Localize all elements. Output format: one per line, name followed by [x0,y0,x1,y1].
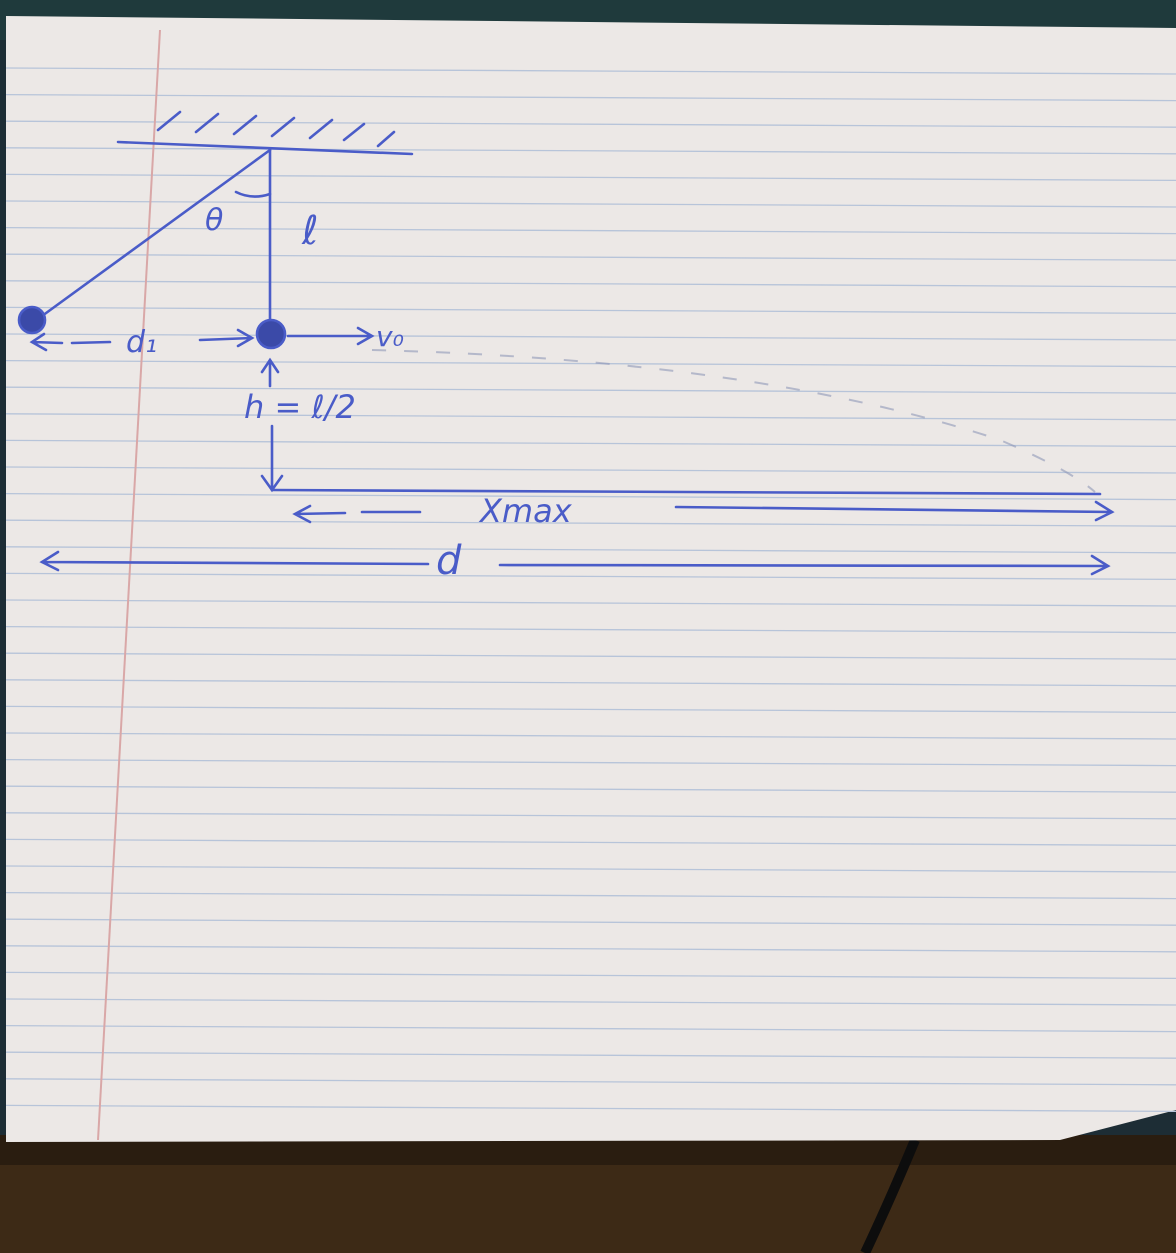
ruled-line [5,652,1176,660]
ruled-line [5,359,1176,368]
ground-line [270,488,1102,496]
height-label: h = ℓ/2 [244,388,356,426]
ruled-lines [5,67,1176,1113]
angle-arc [234,190,272,198]
ruled-line [5,1078,1176,1086]
ceiling-hatching [156,110,396,148]
ruled-line [5,306,1176,315]
ruled-line [5,466,1176,474]
ruled-line [5,599,1176,607]
ruled-line [5,998,1176,1006]
d1-label: d₁ [126,325,157,360]
bob-displaced [17,305,47,335]
ruled-line [5,945,1176,953]
ruled-line [5,625,1176,634]
pendulum-string-displaced [40,148,272,318]
ruled-line [5,679,1176,687]
angle-label: θ [205,203,223,238]
pendulum-diagram [17,110,1115,576]
ruled-line [5,838,1176,847]
ruled-line [5,147,1176,155]
ruled-line [5,971,1176,980]
velocity-label: v₀ [376,320,404,353]
height-arrow-up [260,357,280,388]
ruled-line [5,1051,1176,1059]
length-label: ℓ [301,208,319,254]
ruled-line [5,865,1176,873]
ruled-line [5,492,1176,501]
ruled-line [5,120,1176,128]
xmax-label: Xmax [478,492,573,530]
ruled-line [5,93,1176,102]
xmax-arrow-left [292,504,347,524]
bob-bottom [255,318,287,350]
xmax-arrow-right [674,500,1115,522]
ruled-line [5,439,1176,448]
ruled-line [5,253,1176,261]
trajectory-path [371,349,1096,493]
ruled-line [5,226,1176,235]
d-arrow-right [498,554,1111,576]
d-label: d [436,538,462,584]
velocity-arrow [286,326,375,346]
ruled-line [5,812,1176,820]
ruled-line [5,173,1176,182]
margin-line [97,29,161,1141]
ruled-line [5,1104,1176,1113]
d1-arrow-left [29,332,64,352]
ruled-line [5,758,1176,767]
ruled-line [5,732,1176,740]
paper-sheet [6,16,1176,1142]
cable [860,1138,920,1253]
ruled-line [5,891,1176,900]
ruled-line [5,386,1176,394]
ruled-line [5,413,1176,421]
ruled-line [5,785,1176,793]
ruled-line [5,1024,1176,1033]
d1-arrow-right [198,328,255,348]
ruled-line [5,572,1176,581]
d-arrow-left [39,550,430,572]
ruled-line [5,705,1176,714]
ruled-line [5,280,1176,288]
ruled-line [5,200,1176,208]
ceiling-line [116,140,414,156]
ruled-line [5,333,1176,341]
ruled-line [5,519,1176,527]
ruled-line [5,67,1176,75]
ruled-line [5,546,1176,554]
ruled-line [5,918,1176,926]
